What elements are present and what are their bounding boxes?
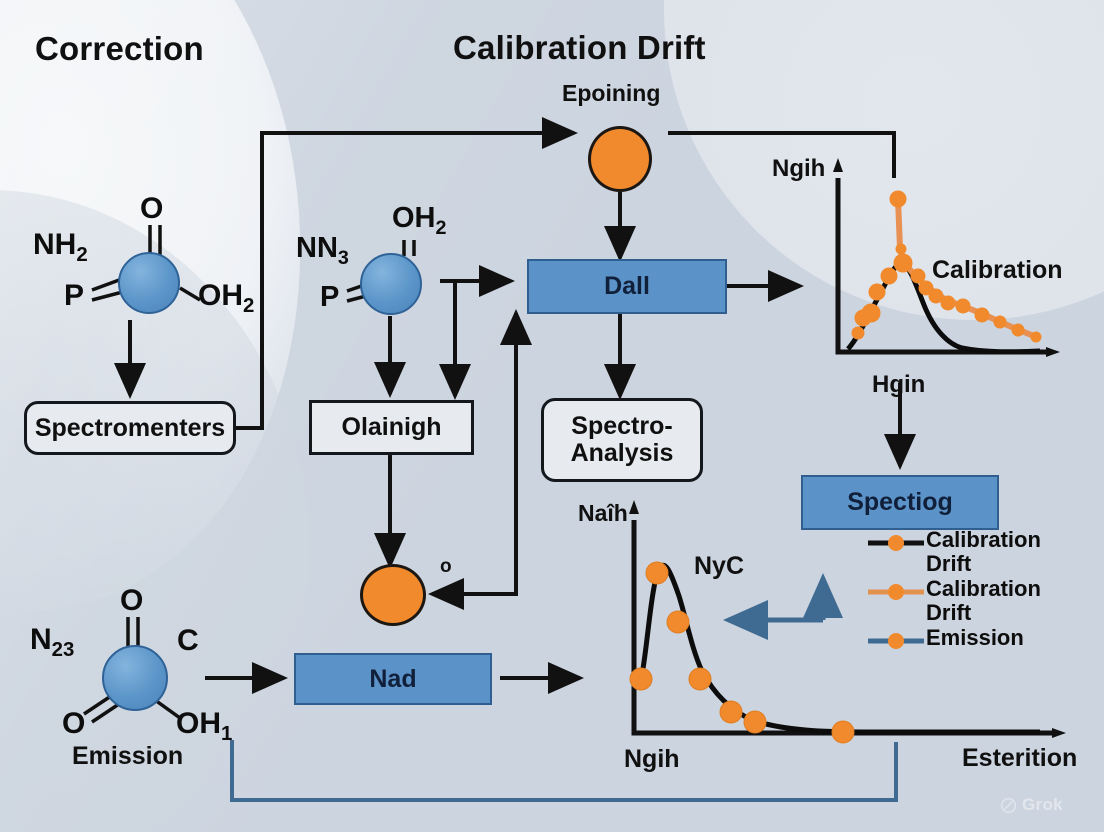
legend-swatch-emission — [868, 633, 924, 650]
chart-top-yaxis-arrowhead — [833, 158, 843, 172]
feedback-wire-bottom — [230, 740, 898, 802]
legend-swatch-calibration-drift-black — [868, 535, 924, 551]
molecule-2-top-label: OH2 — [392, 202, 446, 240]
m2-left-sub: 3 — [337, 246, 349, 269]
box-spectromenters[interactable]: Spectromenters — [24, 401, 236, 455]
box-dall[interactable]: Dall — [527, 259, 727, 314]
m1-top-text: O — [140, 192, 164, 225]
bond-m1-oh — [179, 286, 201, 302]
molecule-2-bond-atom: P — [320, 281, 340, 313]
chart-bottom-yaxis-arrowhead — [629, 500, 639, 514]
chart-top — [833, 158, 1060, 357]
molecule-3-caption: Emission — [72, 742, 184, 770]
legend-item[interactable]: Calibration Drift — [866, 528, 1066, 575]
molecule-3-right-label: C — [177, 624, 199, 657]
epoining-node[interactable] — [588, 126, 652, 192]
epoining-label: Epoining — [562, 80, 661, 106]
m1-right-sub: 2 — [243, 295, 255, 317]
box-spectiog[interactable]: Spectiog — [801, 475, 999, 530]
chart-bottom-annotation: NyC — [694, 552, 745, 580]
arrow-spectromenters-to-epoining — [233, 117, 578, 430]
m2-top-text: OH — [392, 202, 436, 234]
chart-top-xaxis-arrowhead — [1046, 347, 1060, 357]
molecule-1-right-label: OH2 — [198, 279, 254, 318]
molecule-3-left-label: N23 — [30, 623, 74, 662]
chart-top-scatter-points — [851, 190, 1042, 343]
atom-molecule-3 — [102, 645, 168, 711]
molecule-3-top-label: O — [120, 584, 144, 617]
m2-top-sub: 2 — [435, 216, 447, 239]
m1-right-text: OH — [198, 279, 243, 312]
chart-top-xlabel: Hgin — [872, 371, 926, 398]
molecule-3-lower-left-label: O — [62, 707, 86, 740]
molecule-2-left-label: NN3 — [296, 232, 349, 270]
atom-molecule-1 — [118, 252, 180, 314]
m3-lr-text: OH — [176, 707, 221, 740]
legend-label: Calibration Drift — [926, 576, 1041, 625]
orange-node-mid[interactable] — [360, 564, 426, 626]
m3-left-text: N — [30, 623, 52, 656]
molecule-1-top-label: O — [140, 192, 163, 226]
box-nad[interactable]: Nad — [294, 653, 492, 705]
chart-bottom-markers — [629, 561, 855, 744]
box-spectro-analysis[interactable]: Spectro- Analysis — [541, 398, 703, 482]
spectro-analysis-line-1: Spectro- — [571, 412, 673, 440]
m1-left-text: NH — [33, 228, 77, 261]
page-title-left: Correction — [35, 30, 204, 67]
chart-top-annotation: Calibration — [932, 256, 1063, 284]
chart-bottom-xlabel-right: Esterition — [962, 744, 1078, 772]
m3-lr-sub: 1 — [221, 723, 233, 745]
bond-m3-lower-right — [153, 698, 182, 720]
chart-bottom-xlabel-left: Ngih — [624, 745, 680, 773]
chart-bottom-xaxis-arrowhead — [1052, 728, 1066, 738]
chart-bottom-ylabel: Naîh — [578, 500, 628, 526]
box-olainigh[interactable]: Olainigh — [309, 400, 474, 455]
legend-item[interactable]: Emission — [866, 626, 1066, 654]
legend-label: Emission — [926, 625, 1024, 651]
arrow-epoining-to-topchart — [668, 131, 896, 178]
molecule-1-left-label: NH2 — [33, 228, 88, 267]
legend-swatch-calibration-drift-orange — [868, 584, 924, 601]
chart-bottom — [629, 500, 1066, 744]
atom-molecule-2 — [360, 253, 422, 315]
m1-left-sub: 2 — [76, 244, 88, 266]
arrow-riser-to-orange-node — [428, 313, 518, 610]
molecule-3-lower-right-label: OH1 — [176, 707, 232, 746]
spectro-analysis-line-2: Analysis — [570, 439, 674, 467]
chart-legend: Calibration Drift Calibration Drift Emis… — [866, 528, 1066, 656]
legend-item[interactable]: Calibration Drift — [866, 577, 1066, 624]
molecule-1-bond-atom: P — [64, 279, 85, 312]
chart-top-ylabel: Ngih — [772, 155, 826, 182]
orange-node-mid-label: o — [440, 556, 452, 577]
m2-left-text: NN — [296, 232, 338, 264]
page-title-center: Calibration Drift — [453, 29, 706, 66]
m3-left-sub: 23 — [51, 639, 75, 661]
legend-label: Calibration Drift — [926, 527, 1041, 576]
